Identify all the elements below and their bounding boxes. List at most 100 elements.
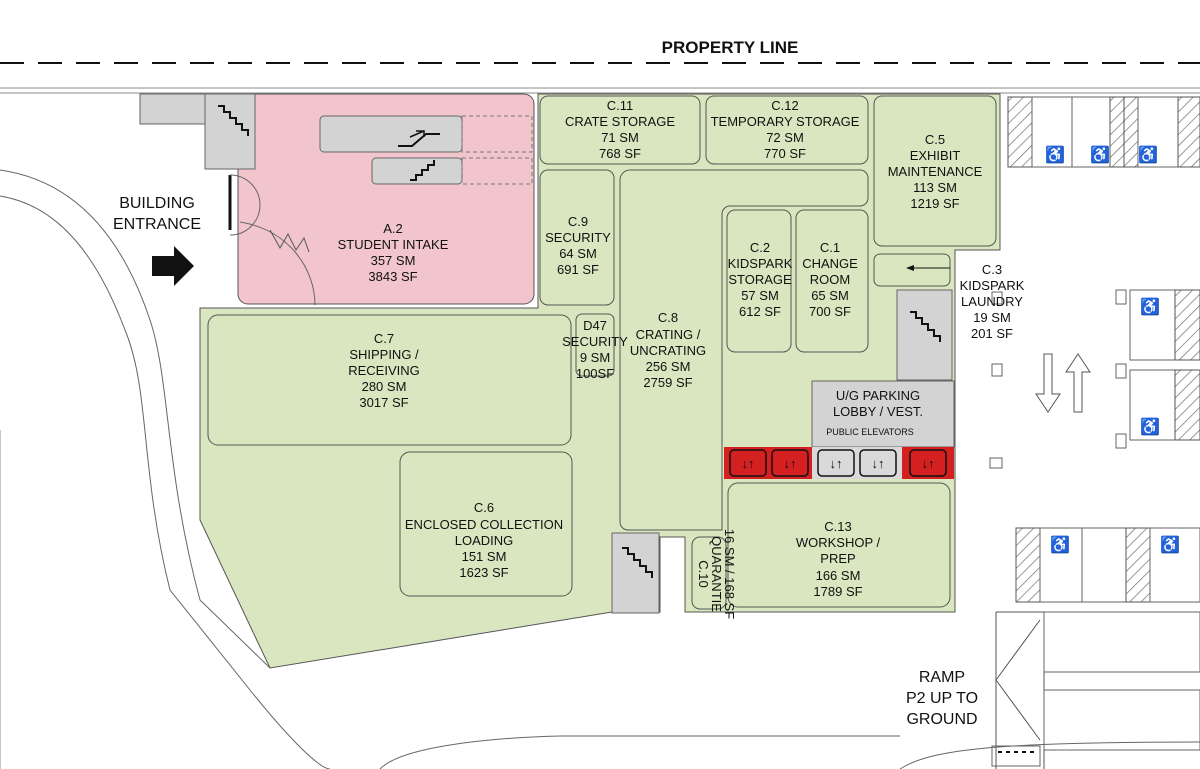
svg-text:QUARANTIE: QUARANTIE [709,536,724,612]
svg-text:KIDSPARK: KIDSPARK [960,278,1025,293]
room-c13[interactable] [727,482,951,608]
elevator-arrows-icon: ↓↑ [922,456,935,471]
parking-stalls-east: ♿ ♿ [989,289,1200,469]
svg-text:STUDENT INTAKE: STUDENT INTAKE [338,237,449,252]
svg-text:MAINTENANCE: MAINTENANCE [888,164,983,179]
room-c1-label: C.1 CHANGE ROOM 65 SM 700 SF [802,240,858,319]
svg-text:57 SM: 57 SM [741,288,779,303]
svg-text:256 SM: 256 SM [646,359,691,374]
arrow-right-icon [152,246,194,286]
svg-text:RAMP: RAMP [919,669,965,686]
room-c7-label: C.7 SHIPPING / RECEIVING 280 SM 3017 SF [348,331,420,410]
svg-text:201 SF: 201 SF [971,326,1013,341]
room-c8[interactable] [619,169,869,531]
svg-text:STORAGE: STORAGE [728,272,792,287]
svg-text:65 SM: 65 SM [811,288,849,303]
svg-text:ROOM: ROOM [810,272,850,287]
svg-text:C.10: C.10 [696,560,711,587]
svg-text:C.13: C.13 [824,519,851,534]
svg-text:GROUND: GROUND [906,711,977,728]
svg-text:U/G PARKING: U/G PARKING [836,388,920,403]
wheelchair-icon: ♿ [1050,535,1070,554]
room-c10[interactable] [691,536,727,610]
svg-text:C.8: C.8 [658,310,678,325]
elevator-arrows-icon: ↓↑ [742,456,755,471]
svg-text:UNCRATING: UNCRATING [630,343,706,358]
building-entrance-label: BUILDING ENTRANCE [113,195,201,233]
stairs-icon [218,105,249,136]
room-c10-label: C.10 QUARANTIE 16 SM / 168 SF [696,529,737,619]
svg-text:16 SM / 168 SF: 16 SM / 168 SF [722,529,737,619]
svg-text:C.5: C.5 [925,132,945,147]
svg-text:113 SM: 113 SM [913,180,957,195]
svg-text:768 SF: 768 SF [599,146,641,161]
ramp-label: RAMP P2 UP TO GROUND [906,669,978,728]
svg-text:3843 SF: 3843 SF [368,269,417,284]
svg-text:71 SM: 71 SM [601,130,639,145]
entrance-vestibule [139,93,211,125]
property-line: PROPERTY LINE [0,36,1200,94]
room-c8-label: C.8 CRATING / UNCRATING 256 SM 2759 SF [630,310,706,390]
svg-text:C.7: C.7 [374,331,394,346]
svg-text:151 SM: 151 SM [462,549,507,564]
svg-text:280 SM: 280 SM [362,379,407,394]
svg-text:LOBBY / VEST.: LOBBY / VEST. [833,404,923,419]
room-d47-label: D47 SECURITY 9 SM 100SF [562,318,628,381]
svg-text:SHIPPING /: SHIPPING / [349,347,419,362]
svg-text:CHANGE: CHANGE [802,256,858,271]
svg-text:770 SF: 770 SF [764,146,806,161]
escalator-icon [398,133,440,147]
svg-text:19 SM: 19 SM [973,310,1011,325]
svg-text:C.1: C.1 [820,240,840,255]
room-c3-label: C.3 KIDSPARK LAUNDRY 19 SM 201 SF [960,262,1025,341]
ramp-structure [991,611,1200,769]
wheelchair-icon: ♿ [1090,145,1110,164]
room-c5[interactable] [873,95,997,247]
parking-stalls-south: ♿ ♿ [1015,527,1200,603]
svg-text:C.11: C.11 [607,98,634,113]
room-c13-label: C.13 WORKSHOP / PREP 166 SM 1789 SF [796,519,881,599]
room-c12[interactable] [705,95,869,165]
room-c11-label: C.11 CRATE STORAGE 71 SM 768 SF [565,98,675,161]
room-c6-label: C.6 ENCLOSED COLLECTION LOADING 151 SM 1… [405,500,563,580]
svg-text:691 SF: 691 SF [557,262,599,277]
svg-text:SECURITY: SECURITY [545,230,611,245]
room-c6[interactable] [399,451,573,597]
stairs-icon [910,311,941,342]
svg-text:C.6: C.6 [474,500,494,515]
room-c7[interactable] [207,314,572,446]
svg-text:SECURITY: SECURITY [562,334,628,349]
svg-text:9 SM: 9 SM [580,350,610,365]
svg-text:1623 SF: 1623 SF [459,565,508,580]
elevator-arrows-icon: ↓↑ [872,456,885,471]
svg-text:64 SM: 64 SM [559,246,597,261]
svg-text:166 SM: 166 SM [816,568,861,583]
room-c9[interactable] [539,169,615,306]
room-c2-label: C.2 KIDSPARK STORAGE 57 SM 612 SF [728,240,793,319]
svg-text:2759 SF: 2759 SF [643,375,692,390]
svg-text:P2 UP TO: P2 UP TO [906,690,978,707]
wheelchair-icon: ♿ [1160,535,1180,554]
svg-text:WORKSHOP /: WORKSHOP / [796,535,881,550]
svg-text:700 SF: 700 SF [809,304,851,319]
wheelchair-icon: ♿ [1138,145,1158,164]
svg-text:A.2: A.2 [383,221,403,236]
elevator-cab[interactable] [729,449,767,477]
svg-text:BUILDING: BUILDING [119,195,195,212]
traffic-arrow-icon [1065,353,1091,413]
elevator-cab[interactable] [771,449,809,477]
room-c2[interactable] [726,209,792,353]
property-line-label: PROPERTY LINE [662,38,799,57]
elevator-cab[interactable] [817,449,855,477]
elevator-cab[interactable] [909,449,947,477]
svg-text:PREP: PREP [820,551,855,566]
room-c11[interactable] [539,95,701,165]
svg-text:612 SF: 612 SF [739,304,781,319]
room-lobby[interactable] [811,380,955,448]
svg-text:KIDSPARK: KIDSPARK [728,256,793,271]
room-c1[interactable] [795,209,869,353]
room-d47[interactable] [575,313,615,377]
elevator-cab[interactable] [859,449,897,477]
elevator-arrows-icon: ↓↑ [830,456,843,471]
wheelchair-icon: ♿ [1045,145,1065,164]
